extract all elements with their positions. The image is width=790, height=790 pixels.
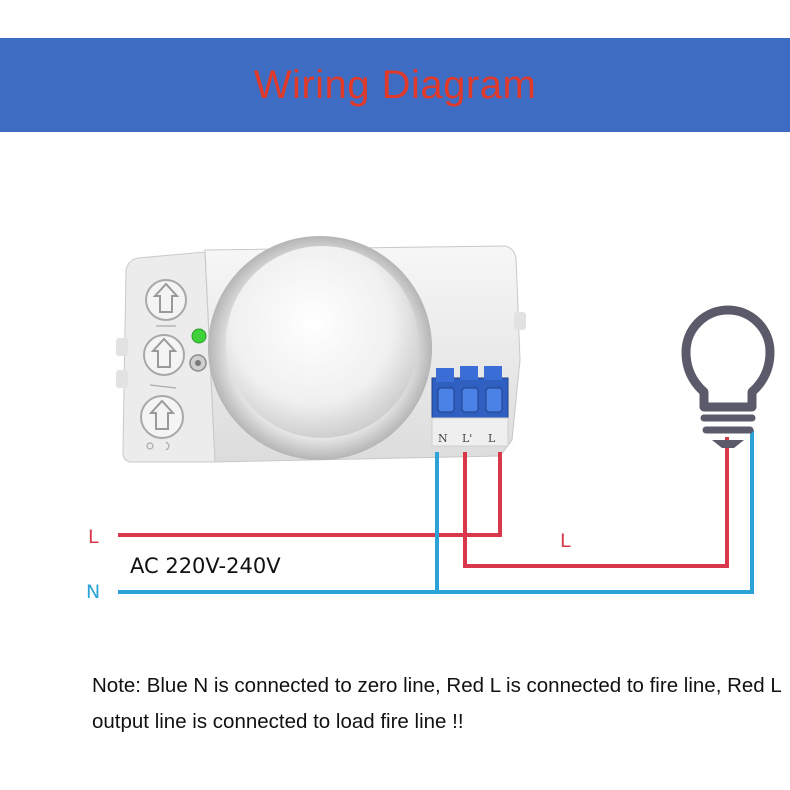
terminal-label-n: N (438, 432, 448, 445)
sensor-side-tab (116, 338, 128, 356)
sensitivity-adjust-knob (140, 395, 184, 439)
light-bulb-icon (681, 305, 775, 448)
sensor-side-tab (116, 370, 128, 388)
motion-sensor-module: N L' L (116, 236, 526, 463)
sensor-side-tab (514, 312, 526, 330)
wires (118, 430, 754, 594)
neutral-label: N (86, 581, 100, 603)
terminal-label-l-in: L (488, 432, 496, 445)
sensor-dome (226, 246, 418, 438)
time-adjust-knob (145, 279, 187, 321)
supply-voltage-label: AC 220V-240V (130, 554, 281, 578)
live-output-wire (463, 437, 729, 568)
photo-sensor-lens (195, 360, 201, 366)
page-title: Wiring Diagram (253, 62, 537, 107)
neutral-wire (118, 430, 754, 594)
terminal-block (431, 366, 509, 447)
terminal-label-l-out: L' (462, 432, 472, 445)
live-input-wire (118, 452, 502, 537)
green-led-icon (191, 328, 207, 344)
live-input-label: L (88, 526, 99, 548)
knob-markings (146, 325, 177, 451)
header-band: Wiring Diagram (0, 38, 790, 132)
wiring-note: Note: Blue N is connected to zero line, … (92, 674, 782, 733)
load-live-label: L (560, 530, 571, 552)
lux-adjust-knob (143, 334, 185, 376)
